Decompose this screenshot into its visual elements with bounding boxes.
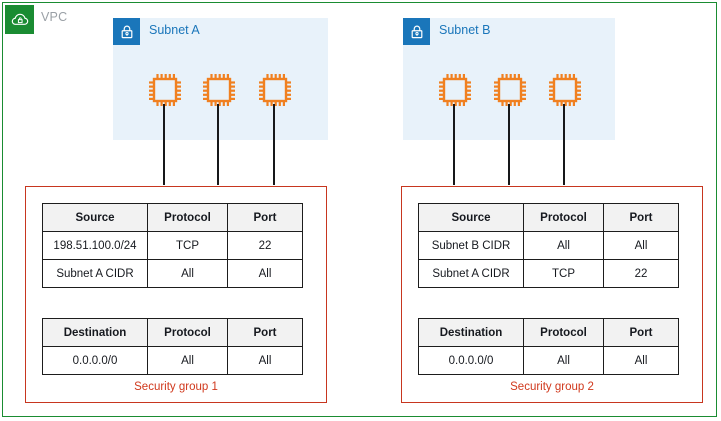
vpc-cloud-icon [5, 5, 34, 34]
cell-protocol: All [523, 231, 604, 260]
instance-icon [435, 70, 475, 110]
cell-port: 22 [227, 231, 303, 260]
column-header-port: Port [227, 318, 303, 347]
cell-source: 198.51.100.0/24 [42, 231, 148, 260]
cell-protocol: TCP [523, 259, 604, 288]
subnet-lock-icon [403, 18, 430, 45]
cell-port: 22 [603, 259, 679, 288]
cell-source: Subnet A CIDR [42, 259, 148, 288]
security-group-1-label: Security group 1 [134, 381, 218, 393]
subnet-lock-icon [113, 18, 140, 45]
table-header-row: Source Protocol Port [42, 203, 303, 232]
cell-destination: 0.0.0.0/0 [418, 346, 524, 375]
security-group-2-label: Security group 2 [510, 381, 594, 393]
connector-line [563, 104, 565, 185]
cell-source: Subnet B CIDR [418, 231, 524, 260]
cell-port: All [603, 346, 679, 375]
connector-line [273, 104, 275, 185]
instance-icon [255, 70, 295, 110]
vpc-label: VPC [41, 10, 68, 24]
security-group-1-box: Source Protocol Port 198.51.100.0/24 TCP… [25, 186, 327, 403]
connector-line [508, 104, 510, 185]
instance-icon [199, 70, 239, 110]
table-row: Subnet A CIDR TCP 22 [418, 259, 679, 288]
cell-port: All [227, 346, 303, 375]
cell-source: Subnet A CIDR [418, 259, 524, 288]
cell-port: All [227, 259, 303, 288]
table-row: Subnet A CIDR All All [42, 259, 303, 288]
instance-icon [145, 70, 185, 110]
table-header-row: Source Protocol Port [418, 203, 679, 232]
cell-protocol: All [147, 346, 228, 375]
security-group-2-box: Source Protocol Port Subnet B CIDR All A… [401, 186, 703, 403]
column-header-destination: Destination [42, 318, 148, 347]
column-header-port: Port [603, 318, 679, 347]
column-header-port: Port [603, 203, 679, 232]
subnet-a-title: Subnet A [149, 23, 200, 37]
instance-icon [545, 70, 585, 110]
instance-icon [490, 70, 530, 110]
column-header-source: Source [418, 203, 524, 232]
column-header-destination: Destination [418, 318, 524, 347]
column-header-protocol: Protocol [147, 203, 228, 232]
table-row: 0.0.0.0/0 All All [418, 346, 679, 375]
subnet-b-title: Subnet B [439, 23, 491, 37]
cell-protocol: All [523, 346, 604, 375]
cell-protocol: TCP [147, 231, 228, 260]
connector-line [217, 104, 219, 185]
vpc-boundary: VPC Subnet A [2, 2, 717, 417]
table-row: Subnet B CIDR All All [418, 231, 679, 260]
table-header-row: Destination Protocol Port [418, 318, 679, 347]
subnet-a-box: Subnet A [113, 18, 328, 140]
column-header-protocol: Protocol [147, 318, 228, 347]
cell-port: All [603, 231, 679, 260]
table-row: 0.0.0.0/0 All All [42, 346, 303, 375]
table-row: 198.51.100.0/24 TCP 22 [42, 231, 303, 260]
connector-line [163, 104, 165, 185]
sg2-inbound-rules-table: Source Protocol Port Subnet B CIDR All A… [418, 203, 679, 288]
column-header-source: Source [42, 203, 148, 232]
sg1-inbound-rules-table: Source Protocol Port 198.51.100.0/24 TCP… [42, 203, 303, 288]
cell-destination: 0.0.0.0/0 [42, 346, 148, 375]
column-header-protocol: Protocol [523, 318, 604, 347]
sg2-outbound-rules-table: Destination Protocol Port 0.0.0.0/0 All … [418, 318, 679, 375]
connector-line [453, 104, 455, 185]
column-header-port: Port [227, 203, 303, 232]
column-header-protocol: Protocol [523, 203, 604, 232]
cell-protocol: All [147, 259, 228, 288]
table-header-row: Destination Protocol Port [42, 318, 303, 347]
sg1-outbound-rules-table: Destination Protocol Port 0.0.0.0/0 All … [42, 318, 303, 375]
